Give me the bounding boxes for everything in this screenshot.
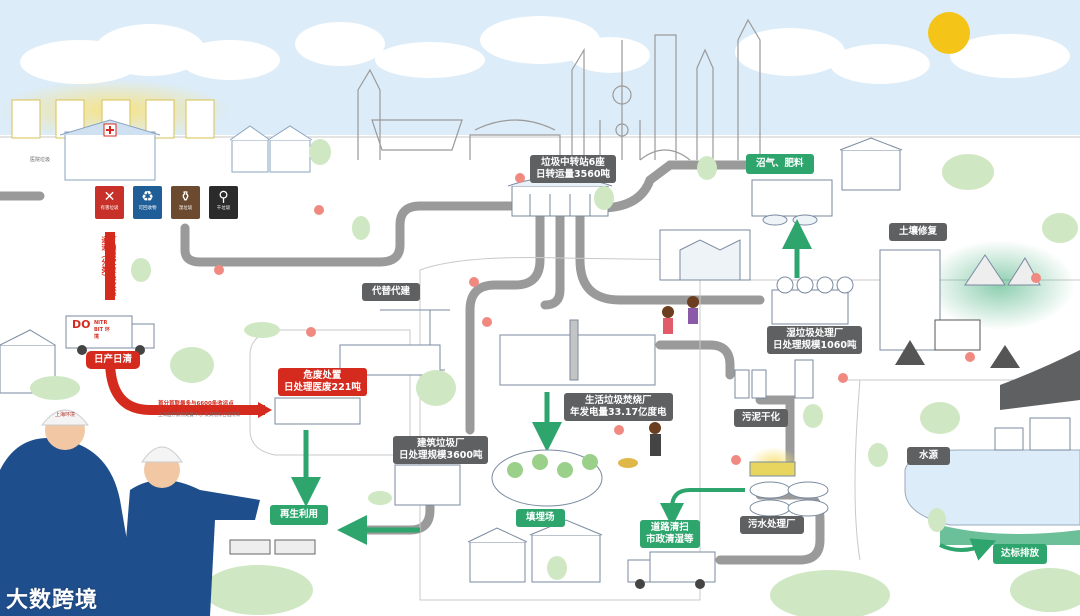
houses-river bbox=[994, 417, 1071, 451]
label-transfer: 垃圾中转站6座 日转运量3560吨 bbox=[530, 155, 616, 183]
label-building-plant: 建筑垃圾厂 日处理规模3600吨 bbox=[393, 436, 489, 464]
watermark: 大数跨境 bbox=[6, 588, 99, 613]
residual-waste-icon: ⚲ bbox=[218, 189, 229, 205]
label-sludge: 污泥干化 bbox=[734, 409, 789, 427]
bin-dry: ⚲ 干垃圾 bbox=[209, 186, 238, 219]
label-building-plant-line1: 建筑垃圾厂 bbox=[416, 438, 465, 449]
hazardous-building bbox=[274, 397, 361, 425]
sun bbox=[928, 12, 970, 54]
bin-wet: ⚱ 湿垃圾 bbox=[171, 186, 200, 219]
bin-wet-label: 湿垃圾 bbox=[178, 206, 193, 211]
label-hospital-route: 首分首联最多与6600条收运点 bbox=[158, 401, 234, 407]
ingots bbox=[229, 539, 316, 555]
skyline bbox=[357, 18, 761, 161]
house-right bbox=[839, 137, 903, 191]
label-transfer-line2: 日转运量3560吨 bbox=[536, 169, 610, 180]
hazard-icon: ✕ bbox=[103, 189, 116, 205]
bin-dry-label: 干垃圾 bbox=[216, 206, 231, 211]
food-waste-icon: ⚱ bbox=[179, 189, 192, 205]
label-vertical-route: 打通居家垃圾收运通道（分类） bbox=[101, 236, 117, 296]
kids bbox=[662, 296, 699, 334]
label-hazardous-line1: 危废处置 bbox=[303, 370, 342, 381]
crane bbox=[339, 309, 450, 376]
label-transfer-line1: 垃圾中转站6座 bbox=[541, 157, 605, 168]
landfill-island bbox=[491, 449, 603, 507]
label-incineration: 生活垃圾焚烧厂 年发电量33.17亿度电 bbox=[564, 393, 673, 421]
truck-brand: NITR BIT 环境 bbox=[94, 320, 110, 340]
houses-left bbox=[229, 125, 313, 173]
helmet-logo: 上海环境 bbox=[55, 412, 76, 418]
label-hospital-small: 上海医疗废物处置中心 及其他综合医院等 bbox=[158, 413, 241, 418]
label-daily-clear: 日产日清 bbox=[86, 351, 141, 369]
hospital bbox=[59, 119, 161, 181]
red-route bbox=[105, 232, 272, 418]
hospital-sign: 医院垃圾 bbox=[30, 157, 51, 163]
factory-mid bbox=[659, 229, 751, 281]
dog-walker bbox=[618, 422, 661, 468]
cleaning-truck bbox=[627, 551, 716, 589]
label-landfill: 填埋场 bbox=[516, 509, 565, 527]
label-wet-plant-line1: 湿垃圾处理厂 bbox=[786, 328, 844, 339]
workers bbox=[0, 409, 260, 616]
label-soil: 土壤修复 bbox=[889, 223, 948, 241]
label-road-cleaning: 道路清扫 市政清湿等 bbox=[640, 520, 700, 548]
bin-hazardous-label: 有害垃圾 bbox=[100, 206, 119, 211]
label-construction: 代替代建 bbox=[362, 283, 421, 301]
label-hazardous-line2: 日处理医废221吨 bbox=[284, 382, 361, 393]
label-discharge: 达标排放 bbox=[993, 544, 1048, 564]
tulips bbox=[214, 173, 1041, 465]
building-plant bbox=[394, 464, 461, 506]
lit-buildings bbox=[11, 99, 215, 139]
label-sewage: 污水处理厂 bbox=[740, 516, 804, 534]
label-recycle: 再生利用 bbox=[270, 505, 329, 525]
label-incineration-line2: 年发电量33.17亿度电 bbox=[570, 407, 667, 418]
houses-bottom bbox=[467, 519, 603, 583]
label-road-cleaning-line1: 道路清扫 bbox=[650, 522, 689, 533]
bin-recyclable-label: 可回收物 bbox=[138, 206, 157, 211]
label-hazardous: 危废处置 日处理医废221吨 bbox=[278, 368, 367, 396]
clouds bbox=[20, 16, 1070, 84]
truck-logo: DO bbox=[72, 318, 91, 331]
label-water-source: 水源 bbox=[907, 447, 951, 465]
label-biogas: 沼气、肥料 bbox=[746, 154, 814, 174]
label-wet-plant-line2: 日处理规模1060吨 bbox=[773, 340, 857, 351]
sewage-plant bbox=[749, 461, 829, 517]
label-wet-plant: 湿垃圾处理厂 日处理规模1060吨 bbox=[767, 326, 863, 354]
trees bbox=[30, 139, 1080, 616]
label-building-plant-line2: 日处理规模3600吨 bbox=[399, 450, 483, 461]
label-road-cleaning-line2: 市政清湿等 bbox=[646, 534, 694, 545]
recycle-icon: ♻ bbox=[141, 189, 154, 205]
sludge-tanks bbox=[734, 359, 814, 399]
incineration-plant bbox=[499, 319, 656, 386]
bin-recyclable: ♻ 可回收物 bbox=[133, 186, 162, 219]
label-incineration-line1: 生活垃圾焚烧厂 bbox=[585, 395, 652, 406]
wet-plant-building bbox=[771, 276, 854, 325]
bin-hazardous: ✕ 有害垃圾 bbox=[95, 186, 124, 219]
